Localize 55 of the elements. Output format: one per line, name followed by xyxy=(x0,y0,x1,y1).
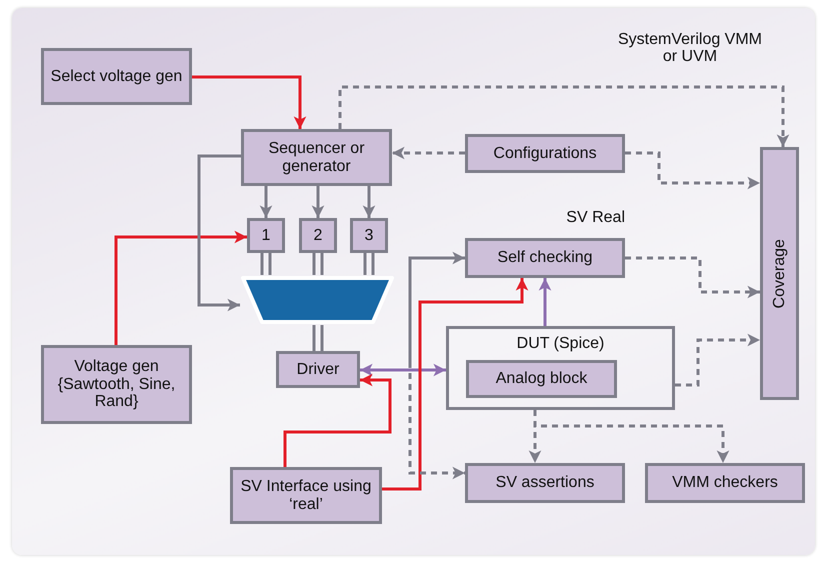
dashed-arrow xyxy=(338,86,790,147)
node-label: DUT (Spice) xyxy=(516,335,604,353)
arrow xyxy=(360,364,446,376)
process-box xyxy=(465,238,625,278)
node-label: Driver xyxy=(296,360,340,378)
process-box xyxy=(465,463,625,503)
process-box xyxy=(645,463,805,503)
node-label: SV assertions xyxy=(496,474,594,492)
process-box xyxy=(466,360,617,398)
arrow xyxy=(382,278,528,490)
process-box xyxy=(276,351,360,388)
double-line xyxy=(364,252,374,276)
dashed-arrow xyxy=(675,334,760,386)
node-label: SV Interface using ‘real’ xyxy=(240,478,372,514)
node-label: Select voltage gen xyxy=(50,68,182,86)
arrow xyxy=(538,278,552,326)
arrow xyxy=(312,186,324,218)
process-box xyxy=(41,48,192,105)
node-label: 2 xyxy=(314,226,322,244)
dashed-arrow xyxy=(534,410,730,463)
node-label: Coverage xyxy=(770,238,788,308)
dashed-arrow xyxy=(625,256,760,298)
double-line xyxy=(312,252,324,276)
container-box xyxy=(446,326,675,410)
process-box xyxy=(299,218,337,253)
arrow xyxy=(114,230,247,345)
process-box xyxy=(230,467,382,524)
arrow xyxy=(198,154,241,312)
double-line xyxy=(260,252,272,276)
dashed-arrow xyxy=(392,146,465,160)
arrow xyxy=(260,186,272,218)
node-label: Voltage gen {Sawtooth, Sine, Rand} xyxy=(56,358,176,411)
dashed-arrow xyxy=(408,362,465,480)
dashed-arrow xyxy=(625,152,760,190)
double-line xyxy=(312,324,324,352)
process-box xyxy=(465,134,625,173)
node-label: 1 xyxy=(262,226,270,244)
node-label: Self checking xyxy=(497,249,593,267)
process-box xyxy=(241,129,392,186)
arrow xyxy=(192,76,306,129)
arrow xyxy=(284,374,392,467)
arrow xyxy=(408,252,465,362)
annotation-text: SystemVerilog VMM or UVM xyxy=(616,32,764,66)
multiplexer-shape xyxy=(240,275,395,325)
node-label: 3 xyxy=(364,226,374,244)
node-caption: SV Real xyxy=(565,210,625,227)
process-box xyxy=(41,345,192,424)
node-label: Configurations xyxy=(493,144,597,162)
arrow xyxy=(362,186,376,218)
process-box xyxy=(350,218,388,253)
node-label: VMM checkers xyxy=(672,474,778,492)
node-label: Sequencer or generator xyxy=(267,140,366,176)
node-label: Analog block xyxy=(496,370,588,388)
process-box xyxy=(760,147,799,400)
process-box xyxy=(247,218,285,253)
